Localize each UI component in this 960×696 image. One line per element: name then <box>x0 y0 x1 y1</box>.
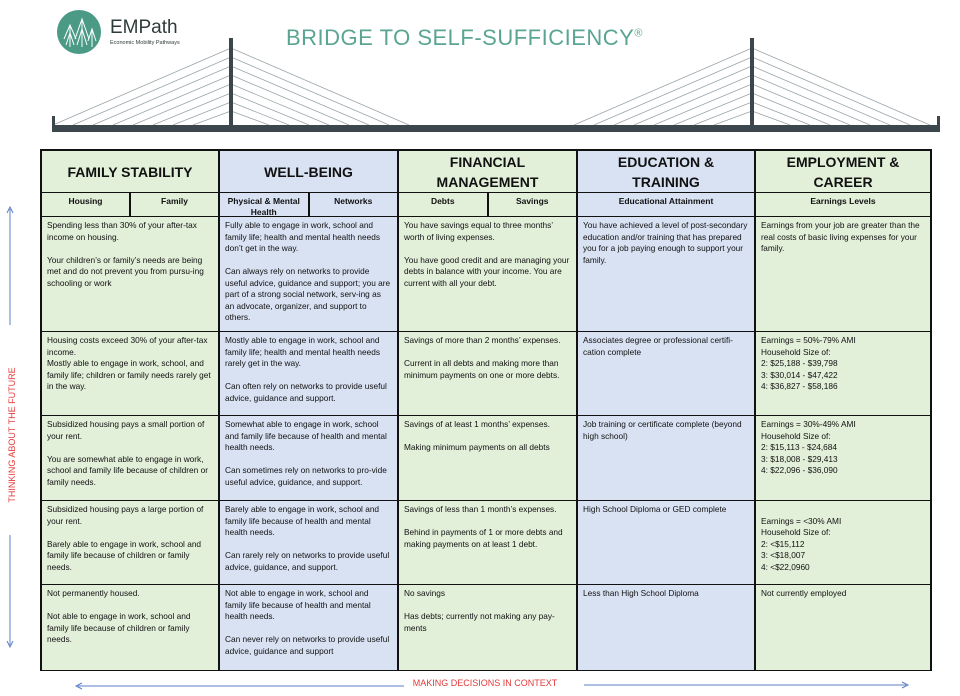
bridge-illustration <box>52 38 940 132</box>
horizontal-arrow <box>74 681 910 690</box>
table-cell: Less than High School Diploma <box>577 584 755 671</box>
bridge-cable <box>653 83 753 126</box>
bridge-cable <box>230 83 330 126</box>
bridge-cable <box>693 101 753 126</box>
bridge-cable <box>230 74 350 126</box>
subcolumn-header: Earnings Levels <box>755 192 931 217</box>
bridge-cable <box>751 56 911 126</box>
bridge-cable <box>132 83 232 126</box>
bridge-cable <box>573 47 753 126</box>
table-cell: Savings of less than 1 month’s expenses.… <box>398 500 577 585</box>
table-cell: Housing costs exceed 30% of your after-t… <box>41 331 219 416</box>
vertical-arrow <box>6 205 14 649</box>
table-cell: Spending less than 30% of your after-tax… <box>41 216 219 332</box>
bridge-cable <box>751 101 811 126</box>
table-cell: You have savings equal to three months’ … <box>398 216 577 332</box>
column-title: WELL-BEING <box>264 163 353 180</box>
column-title: FAMILY STABILITY <box>67 163 193 180</box>
subcolumn-header: Family <box>130 192 219 217</box>
column-header: WELL-BEING <box>219 150 398 193</box>
bridge-cable <box>230 56 390 126</box>
bridge-cable <box>52 47 232 126</box>
bridge-cable <box>230 92 310 126</box>
bridge-cable <box>230 110 270 126</box>
subcolumn-header: Debts <box>398 192 488 217</box>
column-header: FAMILY STABILITY <box>41 150 219 193</box>
subcolumn-header: Physical & Mental Health <box>219 192 309 217</box>
bridge-cable <box>751 110 791 126</box>
empath-logo: EMPath Economic Mobility Pathways <box>56 9 180 55</box>
subcolumn-header: Networks <box>308 192 398 217</box>
table-cell: Associates degree or professional certif… <box>577 331 755 416</box>
table-cell: Earnings = <30% AMI Household Size of: 2… <box>755 500 931 585</box>
horizontal-axis-label: MAKING DECISIONS IN CONTEXT <box>412 678 558 688</box>
table-cell: Subsidized housing pays a large portion … <box>41 500 219 585</box>
table-cell: Earnings from your job are greater than … <box>755 216 931 332</box>
bridge-cable <box>72 56 232 126</box>
bridge-cable <box>633 74 753 126</box>
table-cell: Barely able to engage in work, school an… <box>219 500 398 585</box>
table-cell: Somewhat able to engage in work, school … <box>219 415 398 501</box>
bridge-cable <box>112 74 232 126</box>
bridge-cable <box>172 101 232 126</box>
table-cell: Not currently employed <box>755 584 931 671</box>
subcolumn-header: Housing <box>41 192 130 217</box>
logo-name: EMPath <box>110 17 178 38</box>
column-title: EDUCATION & TRAINING <box>617 153 715 190</box>
table-cell: Not able to engage in work, school and f… <box>219 584 398 671</box>
tree-logo-icon <box>57 10 101 54</box>
column-header: EDUCATION & TRAINING <box>577 150 755 193</box>
table-cell: Job training or certificate complete (be… <box>577 415 755 501</box>
table-cell: No savings Has debts; currently not maki… <box>398 584 577 671</box>
page-title: BRIDGE TO SELF-SUFFICIENCY® <box>286 25 643 51</box>
bridge-cable <box>751 83 851 126</box>
bridge-cable <box>593 56 753 126</box>
table-cell: Earnings = 30%-49% AMI Household Size of… <box>755 415 931 501</box>
bridge-cable <box>751 65 891 126</box>
bridge-cable <box>230 101 290 126</box>
title-text: BRIDGE TO SELF-SUFFICIENCY <box>286 25 635 50</box>
bridge-cable <box>192 110 232 126</box>
table-cell: Savings of at least 1 months’ expenses. … <box>398 415 577 501</box>
subcolumn-header: Educational Attainment <box>577 192 755 217</box>
table-cell: High School Diploma or GED complete <box>577 500 755 585</box>
bridge-cable <box>230 47 410 126</box>
bridge-cable <box>673 92 753 126</box>
bridge-cable <box>92 65 232 126</box>
bridge-cable <box>751 92 831 126</box>
bridge-cable <box>613 65 753 126</box>
table-cell: Savings of more than 2 months’ expenses.… <box>398 331 577 416</box>
subcolumn-header: Savings <box>487 192 577 217</box>
logo-subtitle: Economic Mobility Pathways <box>110 40 180 46</box>
table-cell: Earnings = 50%-79% AMI Household Size of… <box>755 331 931 416</box>
table-cell: You have achieved a level of post-second… <box>577 216 755 332</box>
column-title: EMPLOYMENT & CAREER <box>786 153 900 190</box>
registered-mark: ® <box>634 27 643 40</box>
table-cell: Fully able to engage in work, school and… <box>219 216 398 332</box>
table-cell: Subsidized housing pays a small portion … <box>41 415 219 501</box>
bridge-cable <box>152 92 232 126</box>
column-title: FINANCIAL MANAGEMENT <box>436 153 539 190</box>
bridge-cable <box>713 110 753 126</box>
column-header: EMPLOYMENT & CAREER <box>755 150 931 193</box>
bridge-cable <box>751 74 871 126</box>
table-cell: Not permanently housed. Not able to enga… <box>41 584 219 671</box>
vertical-axis-label: THINKING ABOUT THE FUTURE <box>7 367 17 503</box>
bridge-cable <box>230 65 370 126</box>
column-header: FINANCIAL MANAGEMENT <box>398 150 577 193</box>
bridge-cable <box>751 47 931 126</box>
table-cell: Mostly able to engage in work, school an… <box>219 331 398 416</box>
